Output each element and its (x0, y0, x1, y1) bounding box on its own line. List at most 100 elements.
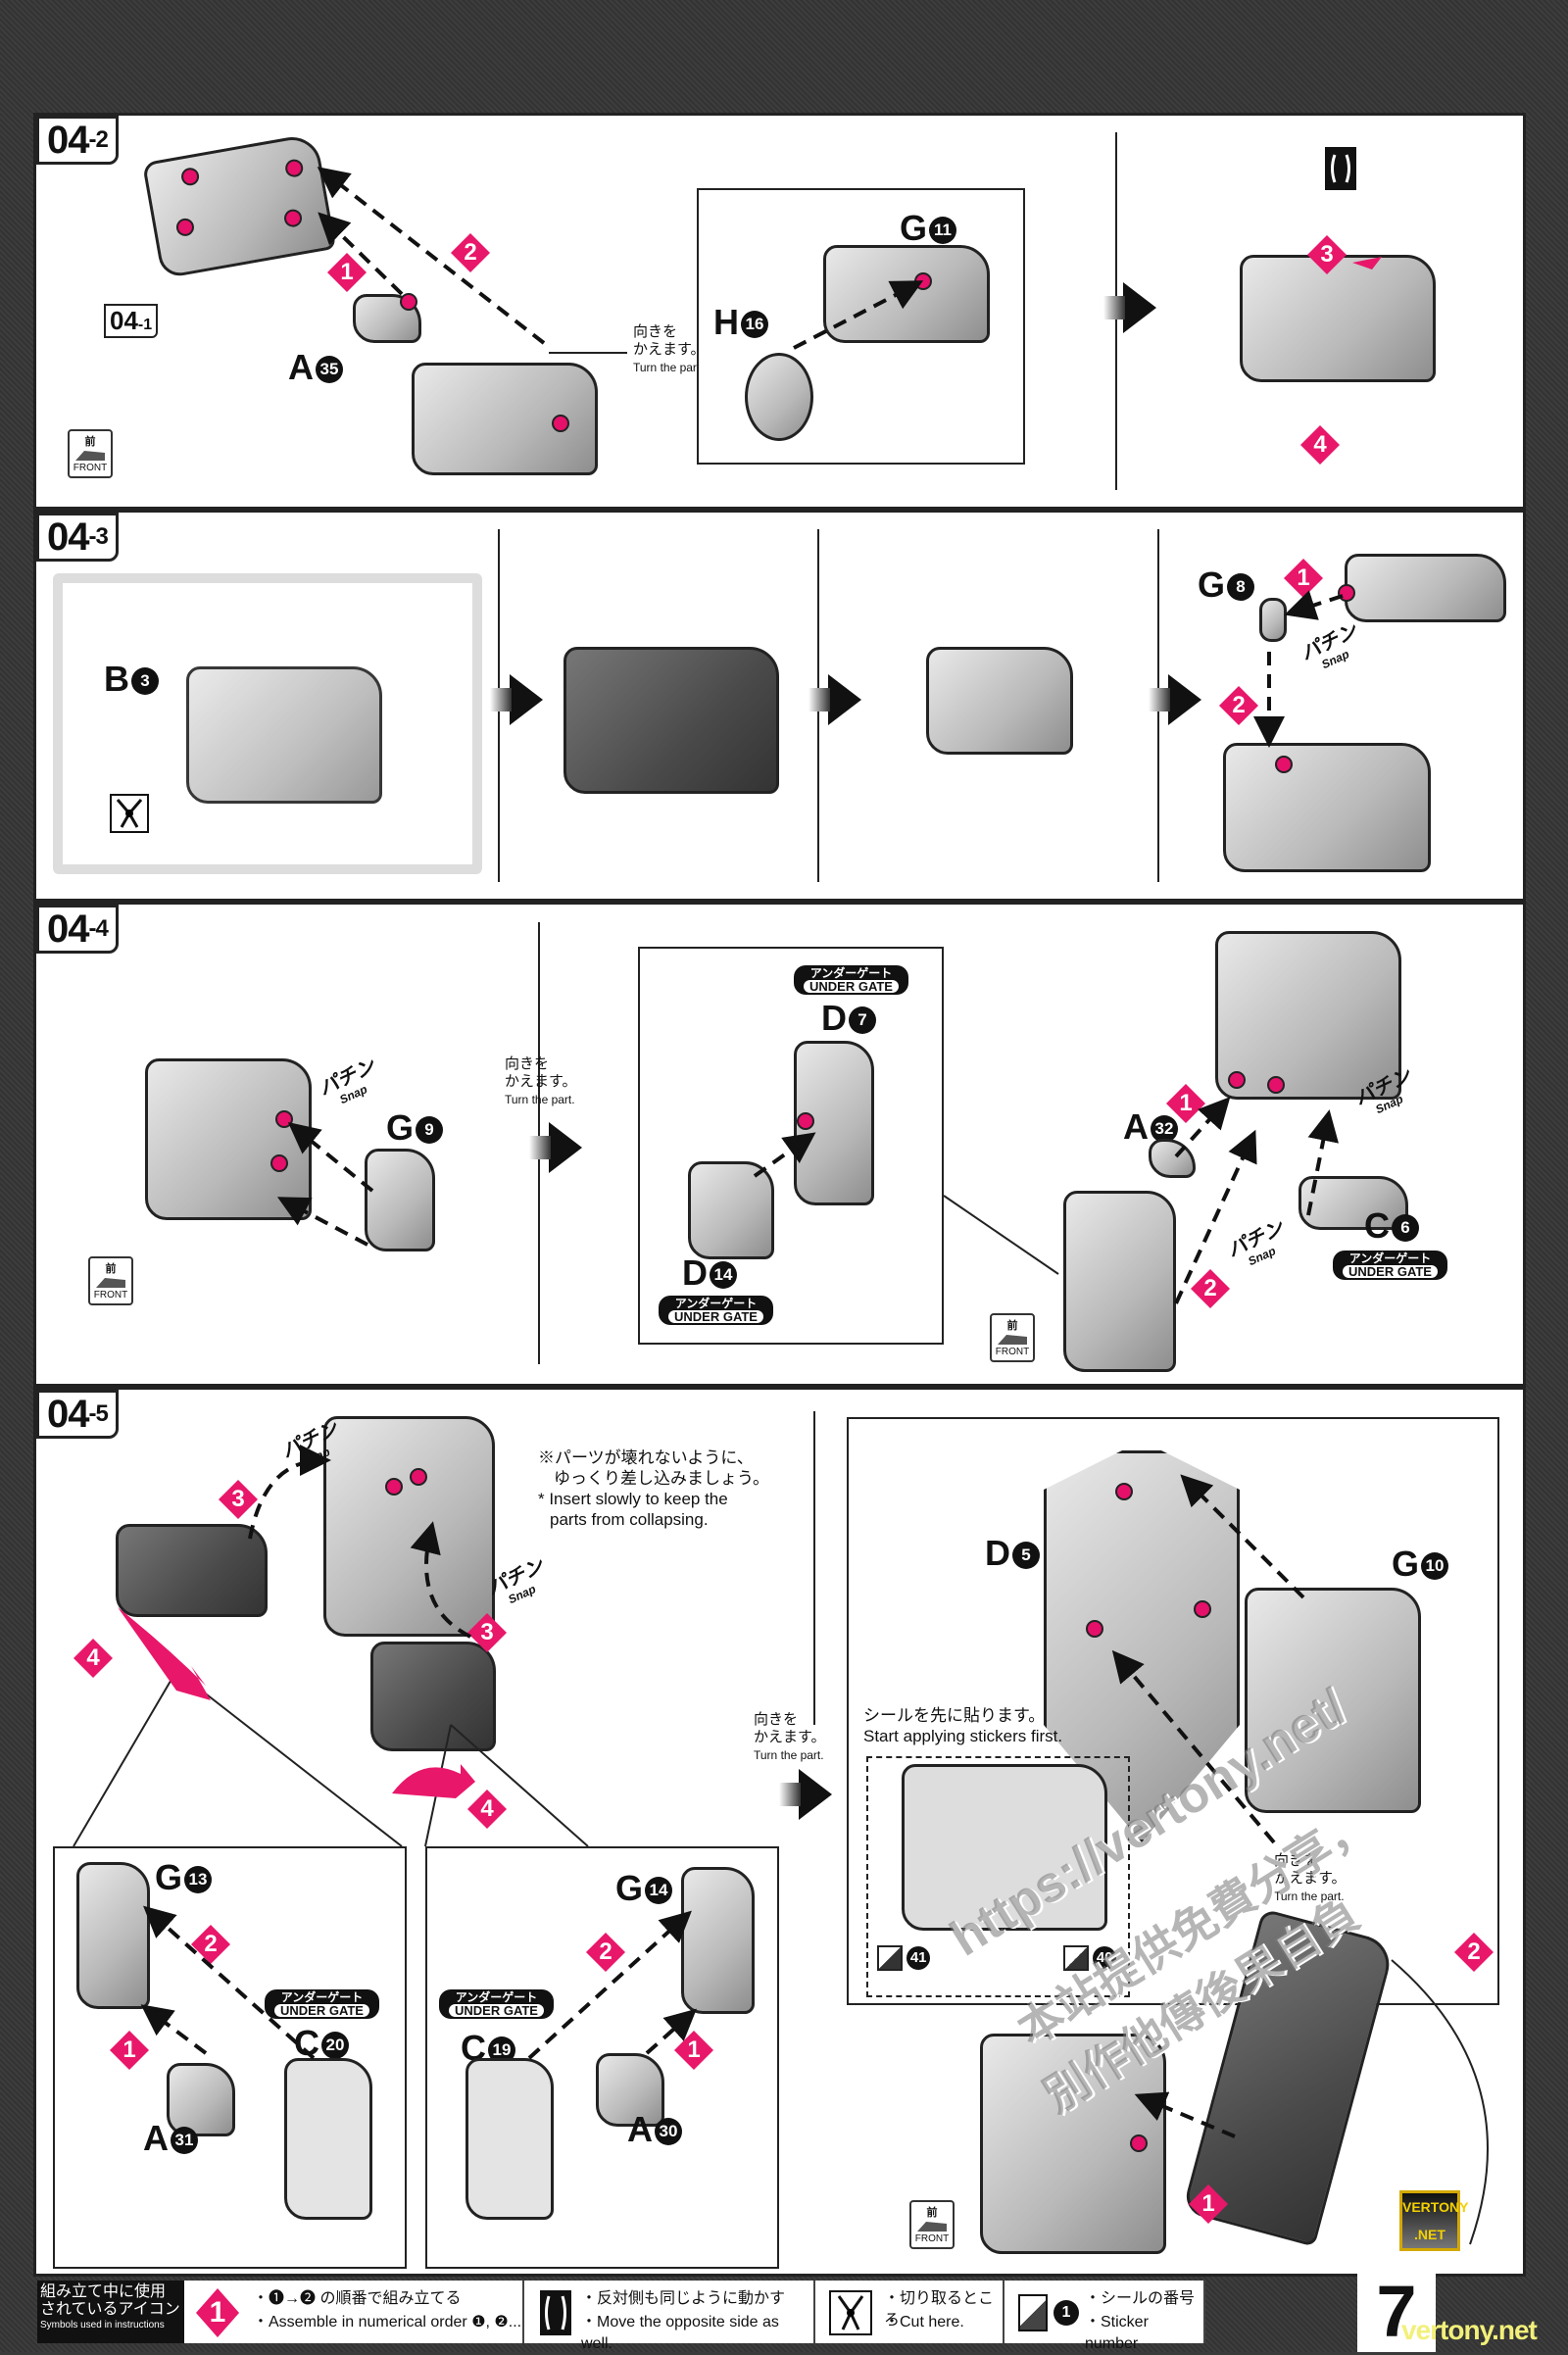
legend-title-en: Symbols used in instructions (40, 2320, 165, 2330)
next-arrow-icon (779, 1769, 832, 1820)
part-assembled-04-2 (1240, 255, 1436, 382)
part-letter: D (821, 998, 847, 1038)
part-main-body (412, 363, 598, 475)
part-final-body (980, 2034, 1166, 2254)
part-a35 (353, 293, 421, 343)
nipper-svg (116, 799, 143, 828)
front-shape (96, 1278, 125, 1288)
peg (400, 293, 417, 311)
peg (1194, 1600, 1211, 1618)
part-number: 3 (131, 667, 159, 696)
front-en: FRONT (73, 463, 108, 473)
part-number: 10 (1421, 1552, 1449, 1581)
legend-jp: ・シールの番号 (1085, 2290, 1196, 2307)
sticker-40: 40 (1063, 1945, 1117, 1971)
logo-text: VERTONY .NET (1402, 2199, 1469, 2242)
next-arrow-icon (808, 674, 861, 725)
peg (179, 166, 201, 187)
front-en: FRONT (995, 1347, 1030, 1357)
sticker-icon (1018, 2294, 1048, 2331)
part-dark-armor-left (116, 1524, 268, 1617)
part-large-armor (1063, 1191, 1176, 1372)
part-g13 (76, 1862, 150, 2009)
page-number: 7 (1357, 2272, 1436, 2352)
opposite-arrows-svg (1331, 154, 1350, 183)
legend-item-step-order: 1 ・❶→❷ の順番で組み立てる ・Assemble in numerical … (184, 2281, 524, 2343)
turn-en: Turn the part. (505, 1093, 575, 1106)
ug-en: UNDER GATE (1343, 1265, 1438, 1278)
insert-slowly-note: ※パーツが壊れないように、ゆっくり差し込みましょう。 * Insert slowl… (538, 1447, 769, 1530)
front-shape (917, 2222, 947, 2232)
peg (283, 158, 305, 179)
part-waist-body (323, 1416, 495, 1637)
legend-en: ・Assemble in numerical order ❶, ❷... (253, 2314, 522, 2330)
step-label-main: 04 (47, 515, 89, 559)
step-number-icon: 1 (196, 2288, 239, 2337)
part-c19 (466, 2058, 554, 2220)
ug-jp: アンダーゲート (280, 1990, 364, 2004)
part-letter: A (627, 2109, 653, 2149)
part-letter: A (1123, 1106, 1149, 1147)
turn-en: Turn the part. (1274, 1889, 1345, 1903)
part-letter: B (104, 659, 129, 699)
note-en1: * Insert slowly to keep the (538, 1490, 728, 1508)
turn-jp2: かえます。 (633, 341, 706, 358)
part-number: 32 (1151, 1115, 1178, 1144)
ref-main: 04 (110, 306, 138, 335)
part-number: 13 (184, 1866, 213, 1894)
peg (385, 1478, 403, 1496)
part-number: 11 (929, 217, 957, 245)
opposite-arrows-svg (545, 2295, 566, 2330)
peg (797, 1112, 814, 1130)
part-d7 (794, 1041, 874, 1205)
next-arrow-icon (1149, 674, 1201, 725)
sticker-number: 40 (1093, 1945, 1117, 1970)
peg (914, 272, 932, 290)
turn-part-note: 向きをかえます。Turn the part. (754, 1711, 826, 1764)
part-letter: G (1198, 564, 1226, 605)
note-jp1: ※パーツが壊れないように、 (538, 1448, 754, 1467)
front-indicator-icon: 前 FRONT (88, 1256, 133, 1305)
turn-jp2: かえます。 (1274, 1870, 1347, 1887)
legend-en: ・Move the opposite side as well. (581, 2314, 779, 2352)
next-arrow-icon (1103, 282, 1156, 333)
legend-item-cut-here: ・切り取るところ ・Cut here. (815, 2281, 1004, 2343)
part-b3-folded (564, 647, 779, 794)
opposite-side-icon (540, 2290, 571, 2335)
part-lower-block (1223, 743, 1431, 872)
peg (1130, 2134, 1148, 2152)
turn-en: Turn the part. (754, 1748, 824, 1762)
sticker-detail-box (866, 1756, 1130, 1997)
peg (1267, 1076, 1285, 1094)
part-g8 (1259, 598, 1287, 642)
turn-jp1: 向きを (1274, 1852, 1319, 1869)
part-number: 8 (1227, 573, 1255, 602)
nipper-cut-icon (110, 794, 149, 833)
front-en: FRONT (93, 1290, 128, 1300)
peg (1115, 1483, 1133, 1500)
step-label: 04-5 (36, 1390, 119, 1439)
note-jp2: ゆっくり差し込みましょう。 (554, 1469, 769, 1488)
front-shape (998, 1335, 1027, 1345)
front-jp: 前 (105, 1263, 117, 1275)
part-b3-on-runner (186, 666, 382, 804)
nipper-svg (837, 2295, 864, 2330)
part-number: 16 (741, 311, 768, 339)
peg (282, 208, 304, 229)
ug-jp: アンダーゲート (674, 1297, 758, 1310)
turn-jp2: かえます。 (754, 1729, 826, 1745)
ug-en: UNDER GATE (804, 980, 899, 993)
